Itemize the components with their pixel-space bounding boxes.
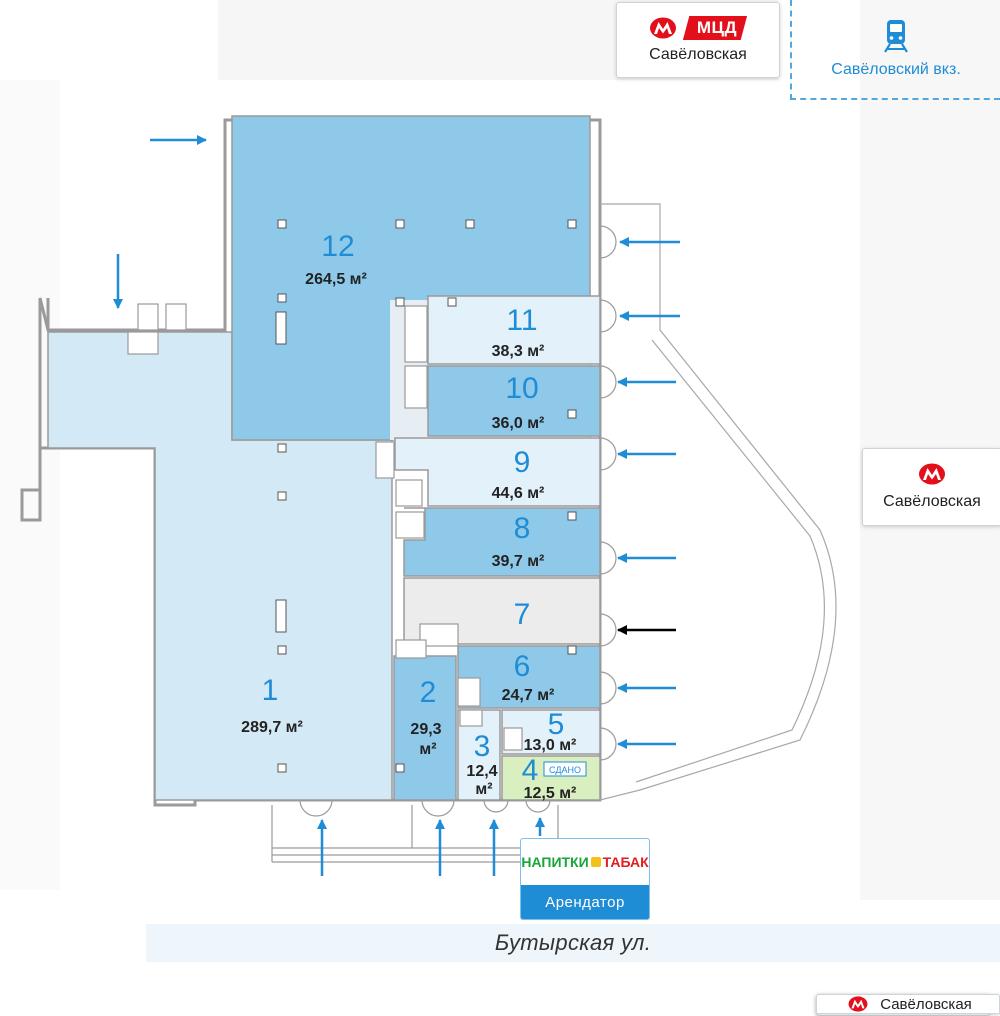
room-number: 3 xyxy=(474,730,491,763)
tenant-logo-part1: НАПИТКИ xyxy=(521,854,589,870)
terrace-outline xyxy=(599,203,837,801)
tenant-caption: Арендатор xyxy=(545,893,625,911)
columns xyxy=(275,219,577,773)
railway-station-area: Савёловский вкз. xyxy=(790,0,1000,100)
doors-right xyxy=(599,225,617,761)
room-area: 13,0 м² xyxy=(524,737,577,754)
room-numbers: 12 11 10 9 8 7 6 5 4 3 2 1 xyxy=(262,230,565,787)
room-area: 38,3 м² xyxy=(492,343,545,360)
station-name: Савёловская xyxy=(880,995,972,1013)
cup-icon xyxy=(590,857,601,867)
station-name: Савёловская xyxy=(883,493,981,510)
room-area: 24,7 м² xyxy=(502,687,555,704)
room-area: м² xyxy=(419,741,436,758)
entrance-arrows xyxy=(113,135,680,876)
room-number: 10 xyxy=(505,372,538,405)
room-area: 29,3 xyxy=(410,721,441,738)
bathrooms xyxy=(127,303,523,751)
building-outline xyxy=(20,118,602,807)
metro-icon xyxy=(919,463,945,485)
room-number: 4 xyxy=(522,754,539,787)
room-area: 264,5 м² xyxy=(305,271,367,288)
room-area: 289,7 м² xyxy=(241,719,303,736)
mcd-badge: МЦД xyxy=(682,16,748,40)
street-name: Бутырская ул. xyxy=(494,930,652,955)
room-number: 6 xyxy=(514,650,531,683)
entrance-steps xyxy=(271,805,559,863)
room-number: 7 xyxy=(514,598,531,631)
rented-badge xyxy=(543,761,587,777)
metro-card-right: Савёловская xyxy=(862,448,1000,526)
railway-station-label: Савёловский вкз. xyxy=(831,61,961,78)
room-8[interactable] xyxy=(403,507,601,577)
room-number: 5 xyxy=(548,708,565,741)
room-number: 8 xyxy=(514,512,531,545)
metro-icon xyxy=(649,17,676,39)
tenant-logo-part2: ТАБАК xyxy=(602,854,649,870)
room-area: 44,6 м² xyxy=(492,485,545,502)
station-name: Савёловская xyxy=(649,46,747,63)
street-banner: Бутырская ул. xyxy=(146,924,1000,962)
room-number: 12 xyxy=(321,230,354,263)
room-areas: 264,5 м² 38,3 м² 36,0 м² 44,6 м² 39,7 м²… xyxy=(241,271,576,802)
room-area: 12,4 xyxy=(466,763,497,780)
room-2[interactable] xyxy=(393,655,457,801)
metro-icon xyxy=(848,996,868,1012)
room-number: 1 xyxy=(262,674,279,707)
doors-bottom xyxy=(299,799,551,817)
rented-badge-label: СДАНО xyxy=(549,765,581,775)
room-area: м² xyxy=(475,781,492,798)
metro-card-bottom-inner: Савёловская xyxy=(816,994,1000,1014)
room-1[interactable] xyxy=(47,331,393,801)
courtyard-area-left xyxy=(0,80,60,890)
room-6[interactable] xyxy=(457,645,601,709)
train-icon xyxy=(884,20,908,53)
room-area: 12,5 м² xyxy=(524,785,577,802)
tenant-logo: НАПИТКИ ТАБАК xyxy=(521,839,649,885)
room-3[interactable] xyxy=(457,709,501,801)
metro-mcd-card: МЦД Савёловская xyxy=(616,2,780,78)
tenant-card[interactable]: НАПИТКИ ТАБАК Арендатор xyxy=(520,838,650,920)
room-number: 2 xyxy=(420,676,437,709)
room-11[interactable] xyxy=(427,295,601,365)
room-number: 9 xyxy=(514,446,531,479)
room-10[interactable] xyxy=(427,365,601,437)
room-area: 36,0 м² xyxy=(492,415,545,432)
room-number: 11 xyxy=(506,304,537,337)
room-area: 39,7 м² xyxy=(492,553,545,570)
